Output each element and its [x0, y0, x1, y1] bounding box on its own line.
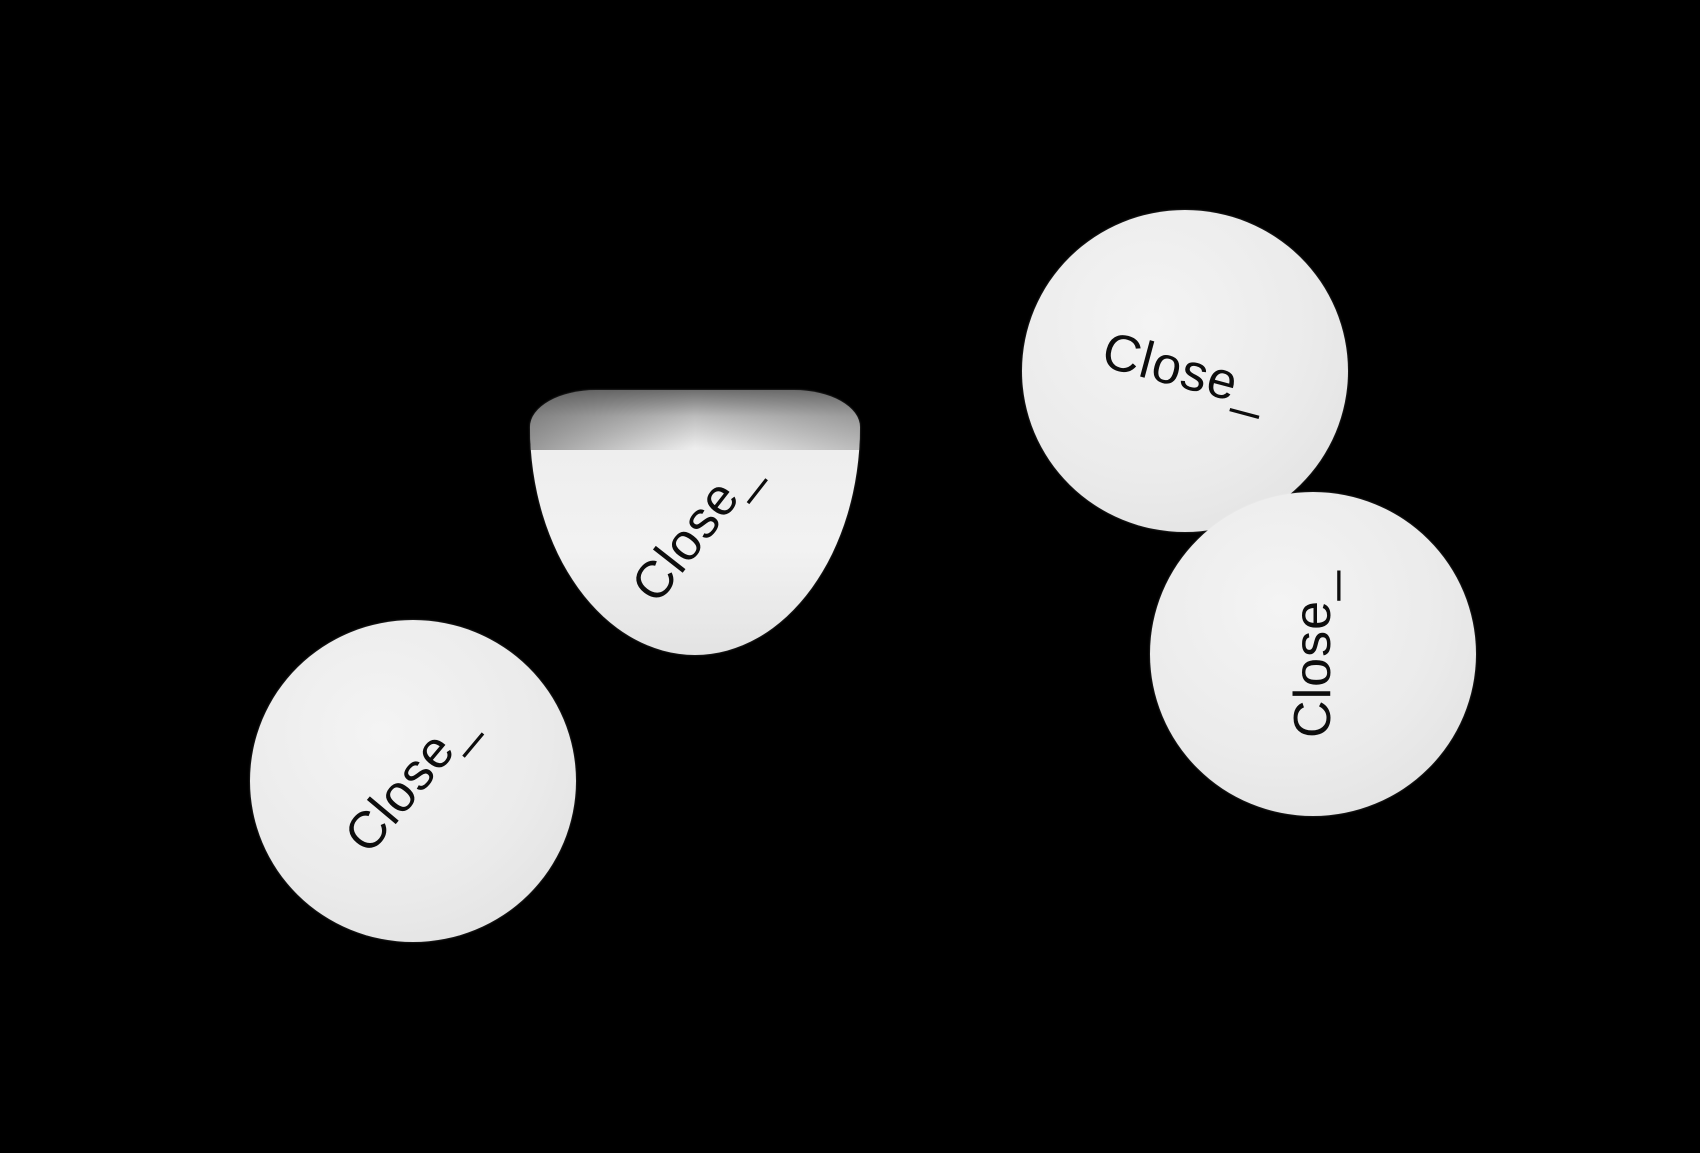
- sticker-label: Close_: [1284, 570, 1342, 738]
- sticker-label: Close_: [620, 444, 770, 613]
- peel-shadow: [530, 390, 860, 450]
- sticker-label: Close_: [1096, 321, 1274, 421]
- sticker-bottom-left: Close_: [250, 620, 576, 942]
- sticker-label: Close_: [333, 698, 486, 864]
- sticker-top-right: Close_: [1022, 210, 1348, 532]
- sticker-right-lower: Close_: [1150, 492, 1476, 816]
- sticker-peeled-center: Close_: [530, 390, 860, 655]
